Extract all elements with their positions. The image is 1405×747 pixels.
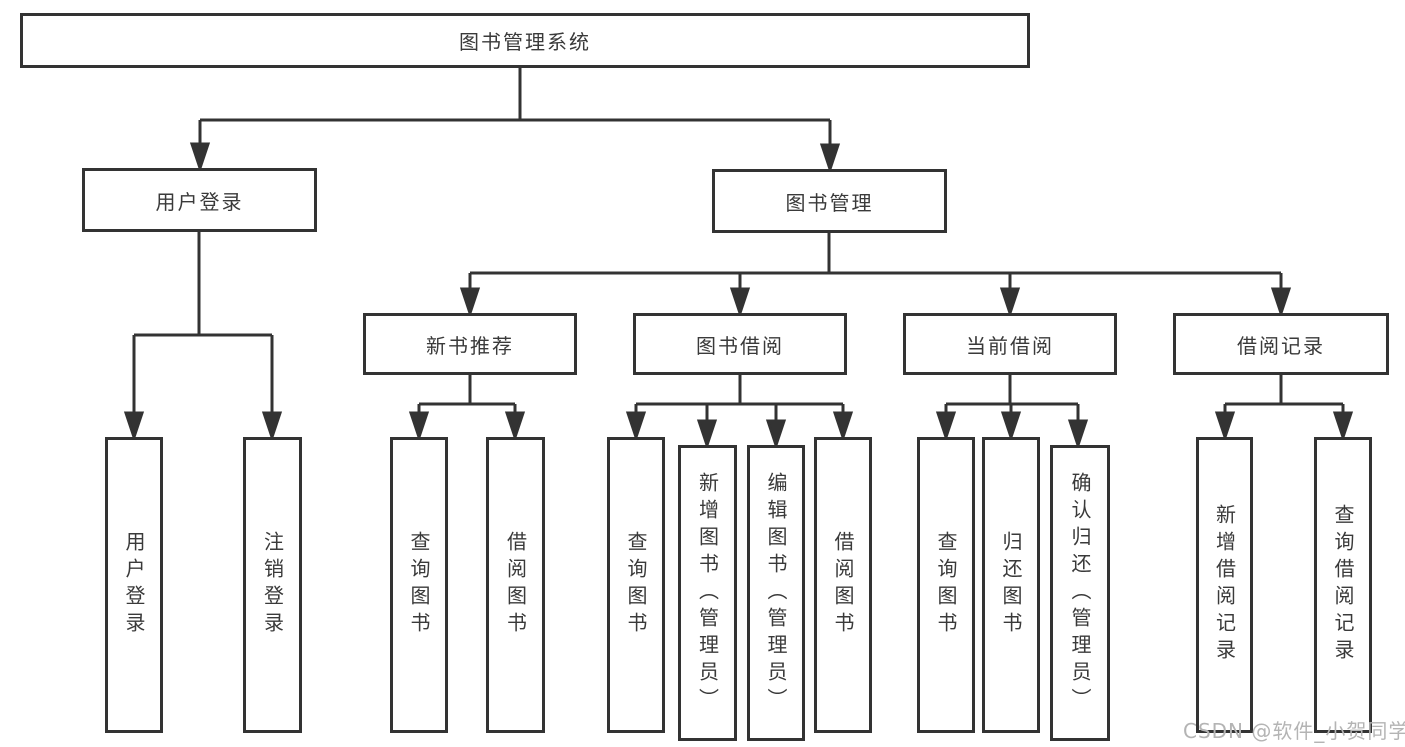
leaf-current-return-book: 归还图书 — [982, 437, 1040, 733]
node-label: 查询图书 — [934, 531, 958, 639]
connector-user-login-children — [123, 232, 283, 442]
arrowhead-icon — [408, 411, 430, 442]
leaf-logout: 注销登录 — [243, 437, 302, 733]
arrowhead-icon — [1270, 287, 1292, 318]
node-label: 新增图书（管理员） — [695, 471, 720, 715]
node-borrow-records: 借阅记录 — [1173, 313, 1389, 375]
arrowhead-icon — [1214, 411, 1236, 442]
connector-current-borrow-children — [935, 375, 1089, 450]
arrowhead-icon — [935, 411, 957, 442]
leaf-borrow-query-book: 查询图书 — [607, 437, 665, 733]
arrowhead-icon — [765, 419, 787, 450]
node-label: 确认归还（管理员） — [1068, 471, 1092, 715]
leaf-current-query-book: 查询图书 — [917, 437, 975, 733]
arrowhead-icon — [729, 287, 751, 318]
connector-borrow-record-children — [1214, 375, 1354, 442]
arrowhead-icon — [696, 419, 718, 450]
leaf-borrow-edit-book-admin: 编辑图书（管理员） — [747, 445, 805, 741]
leaf-current-confirm-return-admin: 确认归还（管理员） — [1050, 445, 1110, 741]
node-user-login: 用户登录 — [82, 168, 317, 232]
node-label: 查询借阅记录 — [1331, 504, 1355, 666]
node-label: 借阅图书 — [503, 531, 528, 639]
node-label: 查询图书 — [407, 531, 431, 639]
connector-new-book-children — [408, 375, 526, 442]
arrowhead-icon — [504, 411, 526, 442]
leaf-newbook-query-book: 查询图书 — [390, 437, 448, 733]
node-label: 编辑图书（管理员） — [764, 471, 788, 715]
leaf-record-add-record: 新增借阅记录 — [1196, 437, 1253, 733]
node-label: 图书借阅 — [696, 333, 784, 358]
leaf-user-login: 用户登录 — [105, 437, 163, 733]
node-label: 新书推荐 — [426, 333, 514, 358]
node-label: 借阅记录 — [1237, 333, 1325, 358]
node-label: 借阅图书 — [831, 531, 855, 639]
leaf-borrow-borrow-book: 借阅图书 — [814, 437, 872, 733]
node-root: 图书管理系统 — [20, 13, 1030, 68]
leaf-borrow-add-book-admin: 新增图书（管理员） — [678, 445, 737, 741]
node-current-borrow: 当前借阅 — [903, 313, 1117, 375]
arrowhead-icon — [1000, 411, 1022, 442]
arrowhead-icon — [1067, 419, 1089, 450]
node-label: 当前借阅 — [966, 333, 1054, 358]
node-label: 归还图书 — [999, 531, 1023, 639]
arrowhead-icon — [261, 411, 283, 442]
node-label: 图书管理 — [785, 190, 874, 215]
arrowhead-icon — [189, 142, 211, 173]
connector-book-management-children — [459, 233, 1292, 318]
arrowhead-icon — [1332, 411, 1354, 442]
leaf-newbook-borrow-book: 借阅图书 — [486, 437, 545, 733]
connector-book-borrow-children — [625, 375, 854, 450]
arrowhead-icon — [999, 287, 1021, 318]
node-label: 图书管理系统 — [459, 30, 591, 54]
node-label: 注销登录 — [260, 531, 285, 639]
node-label: 新增借阅记录 — [1212, 504, 1237, 666]
node-book-borrow: 图书借阅 — [633, 313, 847, 375]
arrowhead-icon — [832, 411, 854, 442]
arrowhead-icon — [123, 411, 145, 442]
arrowhead-icon — [819, 143, 841, 174]
leaf-record-query-record: 查询借阅记录 — [1314, 437, 1372, 733]
node-book-management: 图书管理 — [712, 169, 947, 233]
node-label: 用户登录 — [122, 531, 146, 639]
node-new-book-recommend: 新书推荐 — [363, 313, 577, 375]
arrowhead-icon — [459, 287, 481, 318]
arrowhead-icon — [625, 411, 647, 442]
node-label: 用户登录 — [155, 189, 244, 214]
node-label: 查询图书 — [624, 531, 648, 639]
connector-root-to-level2 — [189, 68, 841, 174]
watermark-text: CSDN @软件_小贺同学 — [1183, 719, 1405, 743]
